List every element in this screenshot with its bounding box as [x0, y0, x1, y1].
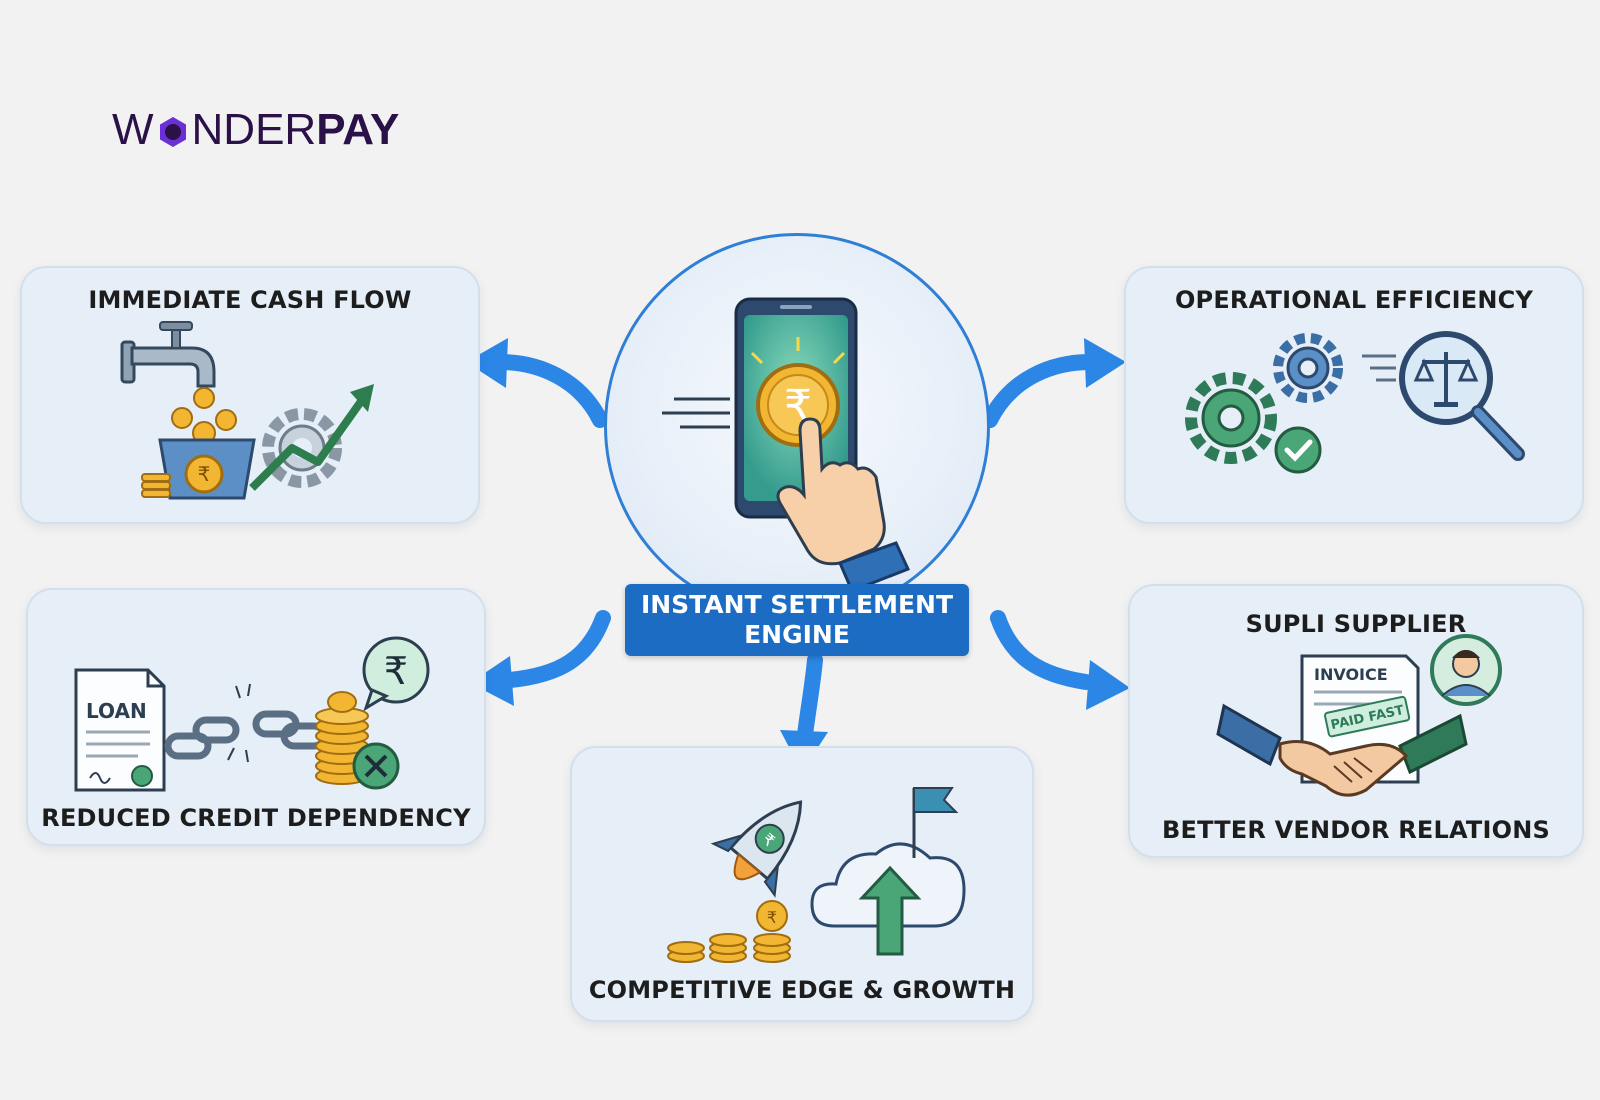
instant-settlement-hub: ₹: [604, 233, 990, 619]
arrow-to-cash-flow: [466, 338, 608, 428]
wonderpay-logo: W NDER PAY: [112, 108, 399, 152]
svg-text:₹: ₹: [198, 462, 211, 486]
card-title: REDUCED CREDIT DEPENDENCY: [41, 804, 471, 832]
center-illustration: ₹: [662, 297, 911, 593]
loan-label: LOAN: [86, 699, 147, 723]
center-label-line2: ENGINE: [744, 620, 850, 649]
loan-document-icon: LOAN: [74, 668, 166, 792]
handshake-icon: [1216, 703, 1468, 797]
coin-basket-icon: ₹: [141, 387, 256, 500]
card-better-vendor-relations: SUPLI SUPPLIER BETTER VENDOR RELATIONS I…: [1128, 584, 1584, 858]
credit-illustration: LOAN: [74, 636, 430, 792]
x-badge-icon: [352, 742, 400, 790]
arrow-to-credit: [470, 610, 611, 706]
rupee-bubble-icon: ₹: [362, 636, 430, 712]
card-title: IMMEDIATE CASH FLOW: [88, 286, 412, 314]
card-reduced-credit-dependency: REDUCED CREDIT DEPENDENCY LOAN: [26, 588, 486, 846]
checkmark-icon: [1274, 426, 1322, 474]
invoice-label: INVOICE: [1314, 665, 1388, 684]
cash-flow-illustration: ₹: [120, 321, 374, 500]
coin-stack-icon: [315, 691, 369, 785]
svg-text:₹: ₹: [384, 649, 408, 693]
rocket-icon: ₹: [710, 800, 803, 898]
card-operational-efficiency: OPERATIONAL EFFICIENCY: [1124, 266, 1584, 524]
arrow-to-vendor: [990, 610, 1130, 710]
speed-lines-icon: [662, 397, 730, 429]
vendor-illustration: INVOICE PAID FAST: [1216, 634, 1502, 797]
coin-stack-icon: ₹: [667, 900, 791, 963]
instant-settlement-engine-label: INSTANT SETTLEMENT ENGINE: [625, 584, 969, 656]
growth-illustration: ₹ ₹: [667, 787, 966, 963]
card-subtitle: BETTER VENDOR RELATIONS: [1162, 816, 1550, 844]
gears-icon: [1185, 333, 1343, 464]
card-title: OPERATIONAL EFFICIENCY: [1174, 286, 1534, 314]
logo-hexagon-icon: [156, 113, 190, 147]
growth-arrow-icon: [249, 384, 374, 491]
card-immediate-cash-flow: IMMEDIATE CASH FLOW ₹: [20, 266, 480, 524]
flag-icon: [912, 787, 959, 858]
efficiency-illustration: [1185, 331, 1525, 474]
faucet-icon: [120, 321, 216, 388]
arrow-to-efficiency: [982, 338, 1126, 428]
svg-text:₹: ₹: [767, 908, 777, 927]
card-competitive-edge-growth: COMPETITIVE EDGE & GROWTH ₹ ₹: [570, 746, 1034, 1022]
broken-chain-icon: [164, 683, 328, 763]
cloud-upload-icon: [810, 842, 966, 956]
center-label-line1: INSTANT SETTLEMENT: [640, 590, 954, 619]
card-title: SUPLI SUPPLIER: [1245, 610, 1467, 638]
logo-text-nder: NDER: [191, 105, 317, 154]
scales-magnifier-icon: [1362, 331, 1525, 461]
card-title: COMPETITIVE EDGE & GROWTH: [588, 976, 1016, 1004]
logo-text-w: W: [112, 105, 154, 154]
pointing-hand-icon: [776, 417, 911, 593]
logo-text-pay: PAY: [316, 105, 400, 154]
avatar-icon: [1430, 634, 1502, 706]
